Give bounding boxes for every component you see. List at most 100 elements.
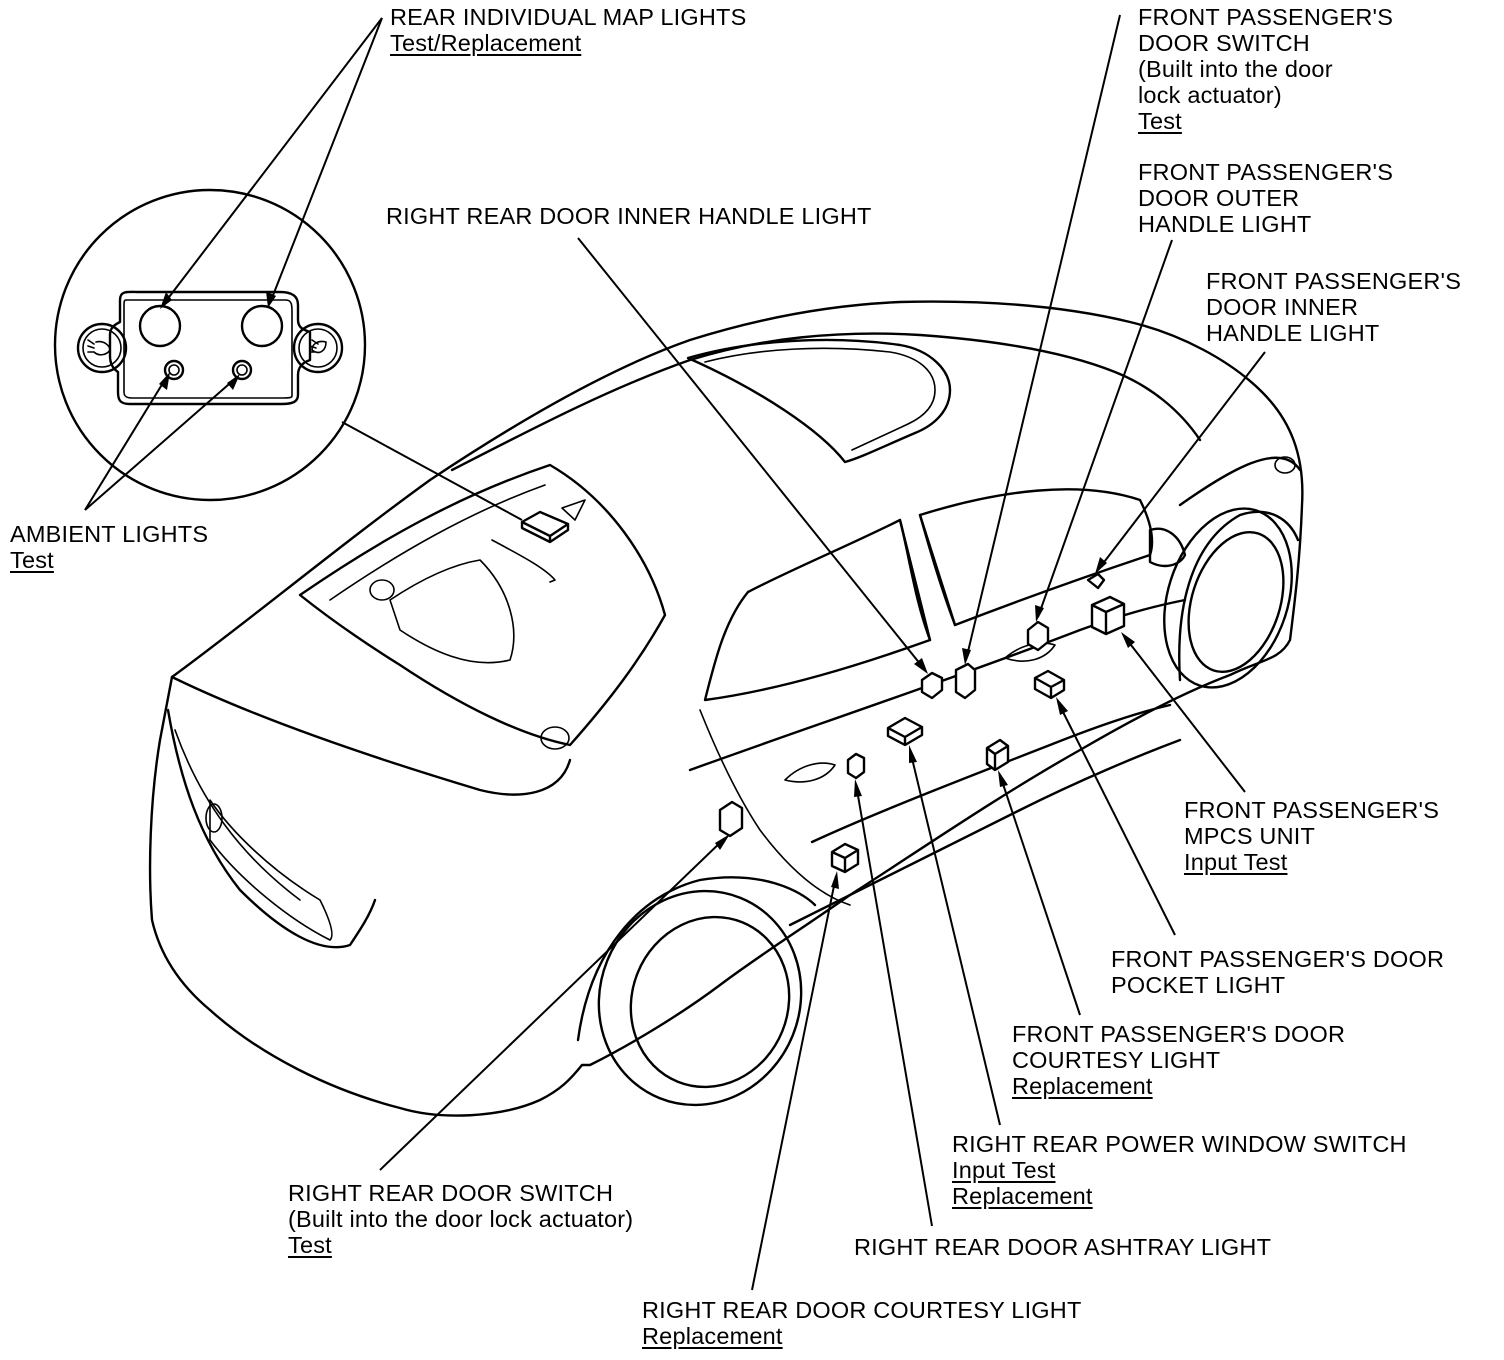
rear-door-window [703, 518, 932, 702]
fp-mpcs-unit-input-test-link[interactable]: Input Test [1184, 849, 1288, 875]
b-pillar [898, 513, 957, 642]
callout-fp-door-switch: FRONT PASSENGER'S DOOR SWITCH (Built int… [1138, 4, 1393, 134]
trunk-spoiler [389, 559, 515, 664]
rr-courtesy-light-component [830, 842, 860, 874]
fp-outer-handle-light-line-3: HANDLE LIGHT [1138, 211, 1312, 237]
rear-window [298, 463, 667, 747]
callout-rear-map-lights: REAR INDIVIDUAL MAP LIGHTS Test/Replacem… [390, 4, 746, 56]
bumper-line [174, 729, 301, 901]
front-light [1274, 456, 1296, 474]
fp-door-switch-line-3: (Built into the door [1138, 56, 1333, 82]
car-body-outline [148, 300, 1304, 1117]
callout-rr-inner-handle-light: RIGHT REAR DOOR INNER HANDLE LIGHT [386, 203, 872, 229]
rr-courtesy-light-replacement-link[interactable]: Replacement [642, 1323, 783, 1349]
callout-fp-inner-handle-light: FRONT PASSENGER'S DOOR INNER HANDLE LIGH… [1206, 268, 1461, 346]
map-switch-left-icon [76, 322, 128, 374]
fp-pocket-light-line-1: FRONT PASSENGER'S DOOR [1111, 946, 1445, 972]
detail-circle [53, 188, 367, 502]
fp-door-switch-test-link[interactable]: Test [1138, 108, 1182, 134]
car-illustration [148, 300, 1304, 1117]
headlight-symbol-right [309, 339, 327, 354]
headlight-symbol-left [87, 339, 111, 356]
callout-ambient-lights: AMBIENT LIGHTS Test [10, 521, 208, 573]
callout-fp-courtesy-light: FRONT PASSENGER'S DOOR COURTESY LIGHT Re… [1012, 1021, 1345, 1099]
fp-inner-handle-light-line-2: DOOR INNER [1206, 294, 1359, 320]
fp-outer-handle-light-line-1: FRONT PASSENGER'S [1138, 159, 1394, 185]
fp-door-switch-line-2: DOOR SWITCH [1138, 30, 1310, 56]
front-wheel [1163, 507, 1300, 689]
fp-mpcs-unit-line-1: FRONT PASSENGER'S [1184, 797, 1440, 823]
callout-fp-outer-handle-light: FRONT PASSENGER'S DOOR OUTER HANDLE LIGH… [1138, 159, 1393, 237]
rr-power-window-switch-input-test-link[interactable]: Input Test [952, 1157, 1056, 1183]
front-fender [1178, 456, 1302, 507]
callout-rr-power-window-switch: RIGHT REAR POWER WINDOW SWITCH Input Tes… [952, 1131, 1407, 1209]
trunk-lid [170, 675, 572, 796]
map-switch-left-inner [82, 328, 122, 368]
fp-pocket-light-component [1033, 669, 1066, 700]
rear-wheel [576, 876, 817, 1107]
components [520, 510, 1126, 874]
ambient-lights-title: AMBIENT LIGHTS [10, 521, 209, 547]
ambient-light-left-icon [163, 359, 185, 381]
console-panel-outer [108, 290, 312, 406]
dome-marker [561, 499, 586, 521]
rear-window-inner [329, 484, 546, 601]
fp-inner-handle-light-line-3: HANDLE LIGHT [1206, 320, 1380, 346]
fp-door-switch-line-4: lock actuator) [1138, 82, 1282, 108]
rr-door-switch-component-top [954, 662, 977, 700]
license-area [209, 799, 333, 941]
roof-console-component [520, 510, 570, 544]
rr-power-window-switch-title: RIGHT REAR POWER WINDOW SWITCH [952, 1131, 1407, 1157]
emblem [205, 803, 223, 833]
rr-courtesy-light-title: RIGHT REAR DOOR COURTESY LIGHT [642, 1297, 1082, 1323]
map-switch-right-inner [298, 328, 338, 368]
callout-rr-ashtray-light: RIGHT REAR DOOR ASHTRAY LIGHT [854, 1234, 1271, 1260]
rr-inner-handle-light-component [920, 671, 944, 700]
front-door-window [918, 488, 1154, 627]
fp-door-switch-line-1: FRONT PASSENGER'S [1138, 4, 1394, 30]
leader-lines [84, 14, 1266, 1291]
rear-map-lights-test-link[interactable]: Test/Replacement [390, 30, 582, 56]
beltline [688, 598, 1187, 772]
rr-inner-handle-light-title: RIGHT REAR DOOR INNER HANDLE LIGHT [386, 203, 872, 229]
ambient-light-left-icon-inner [168, 364, 180, 376]
door-handle-front [1004, 642, 1056, 662]
ambient-light-right-icon-inner [236, 364, 248, 376]
callout-rr-door-switch: RIGHT REAR DOOR SWITCH (Built into the d… [288, 1180, 633, 1258]
fp-courtesy-light-replacement-link[interactable]: Replacement [1012, 1073, 1153, 1099]
rear-map-lights-title: REAR INDIVIDUAL MAP LIGHTS [390, 4, 747, 30]
ambient-light-right-icon [231, 359, 253, 381]
fp-pocket-light-line-2: POCKET LIGHT [1111, 972, 1286, 998]
rear-light-left [369, 579, 395, 601]
roof-line [450, 332, 1202, 472]
rr-door-switch-line-2: (Built into the door lock actuator) [288, 1206, 634, 1232]
side-crease [810, 703, 1172, 844]
fp-mpcs-unit-line-2: MPCS UNIT [1184, 823, 1316, 849]
console-panel-inner [123, 299, 293, 399]
rr-power-window-switch-replacement-link[interactable]: Replacement [952, 1183, 1093, 1209]
rr-power-window-switch-component [886, 716, 924, 747]
rr-door-switch-component [718, 800, 744, 838]
rear-light-right [540, 726, 570, 750]
fp-door-switch-component [1026, 620, 1050, 652]
fp-courtesy-light-line-2: COURTESY LIGHT [1012, 1047, 1221, 1073]
rr-door-switch-test-link[interactable]: Test [288, 1232, 332, 1258]
fp-inner-handle-light-line-1: FRONT PASSENGER'S [1206, 268, 1462, 294]
detail-inset [53, 188, 523, 521]
ambient-lights-test-link[interactable]: Test [10, 547, 54, 573]
fp-mpcs-unit-component [1090, 595, 1126, 636]
fp-outer-handle-light-line-2: DOOR OUTER [1138, 185, 1300, 211]
rear-deck-mark [491, 539, 556, 583]
rr-door-switch-line-1: RIGHT REAR DOOR SWITCH [288, 1180, 614, 1206]
rr-ashtray-light-component [846, 752, 866, 780]
map-switch-right-icon [292, 322, 344, 374]
door-line [699, 709, 851, 906]
sunroof [686, 338, 952, 464]
map-light-left-icon [138, 304, 182, 348]
door-handle-rear [784, 762, 836, 783]
callout-fp-pocket-light: FRONT PASSENGER'S DOOR POCKET LIGHT [1111, 946, 1444, 998]
callout-fp-mpcs-unit: FRONT PASSENGER'S MPCS UNIT Input Test [1184, 797, 1439, 875]
detail-connector [341, 421, 523, 521]
